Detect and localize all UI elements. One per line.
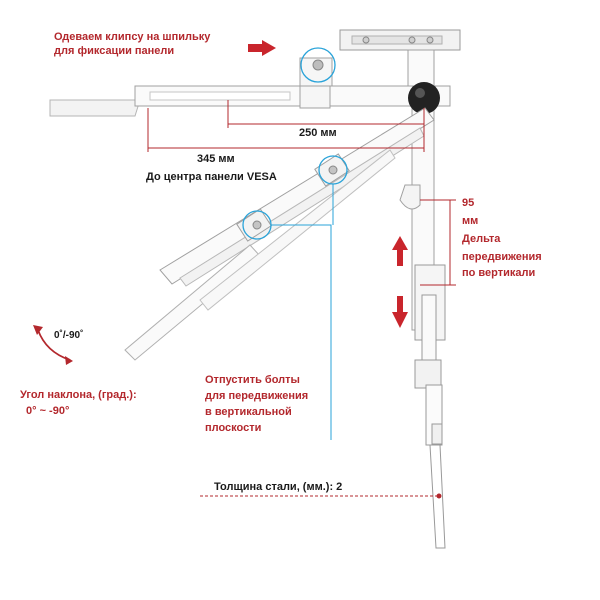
tilt-arm bbox=[124, 107, 435, 361]
arrow-down-icon bbox=[392, 296, 408, 328]
clip-circle bbox=[300, 47, 336, 83]
bolts-label-line1: Отпустить болты bbox=[205, 374, 300, 386]
bolts-label-line3: в вертикальной bbox=[205, 406, 292, 418]
tilt-arrow-head-bottom-icon bbox=[65, 356, 73, 365]
clip-arrow-icon bbox=[248, 40, 276, 56]
ceiling-plate bbox=[339, 29, 461, 51]
angle-short-label: 0˚/-90˚ bbox=[54, 330, 84, 341]
dim-95-unit: мм bbox=[462, 215, 479, 227]
delta-label-line1: Дельта bbox=[462, 233, 501, 245]
panel-bracket bbox=[414, 264, 446, 549]
delta-label-line3: по вертикали bbox=[462, 267, 536, 279]
dim-95-value: 95 bbox=[462, 197, 475, 209]
locking-knob bbox=[408, 82, 440, 114]
vesa-center-label: До центра панели VESA bbox=[146, 171, 277, 183]
clip-label-line2: для фиксации панели bbox=[54, 45, 175, 57]
delta-label-line2: передвижения bbox=[462, 251, 542, 263]
dim-95-line bbox=[420, 199, 456, 286]
steel-leader-line bbox=[200, 493, 442, 499]
tilt-arrow-head-top-icon bbox=[33, 325, 43, 335]
arrow-up-icon bbox=[392, 236, 408, 266]
bolt-leader-line bbox=[271, 184, 334, 440]
tilt-label-line2: 0° ~ -90° bbox=[26, 405, 70, 417]
clip-label-line1: Одеваем клипсу на шпильку bbox=[54, 31, 211, 43]
tilt-label-line1: Угол наклона, (град.): bbox=[20, 389, 137, 401]
dim-250-label: 250 мм bbox=[299, 127, 337, 139]
dim-345-line bbox=[147, 108, 425, 152]
dim-345-label: 345 мм bbox=[197, 153, 235, 165]
dim-250-line bbox=[227, 100, 425, 128]
bolts-label-line2: для передвижения bbox=[205, 390, 309, 402]
steel-thickness-label: Толщина стали, (мм.): 2 bbox=[214, 481, 343, 493]
horizontal-arm bbox=[49, 57, 451, 117]
bolts-label-line4: плоскости bbox=[205, 422, 262, 434]
